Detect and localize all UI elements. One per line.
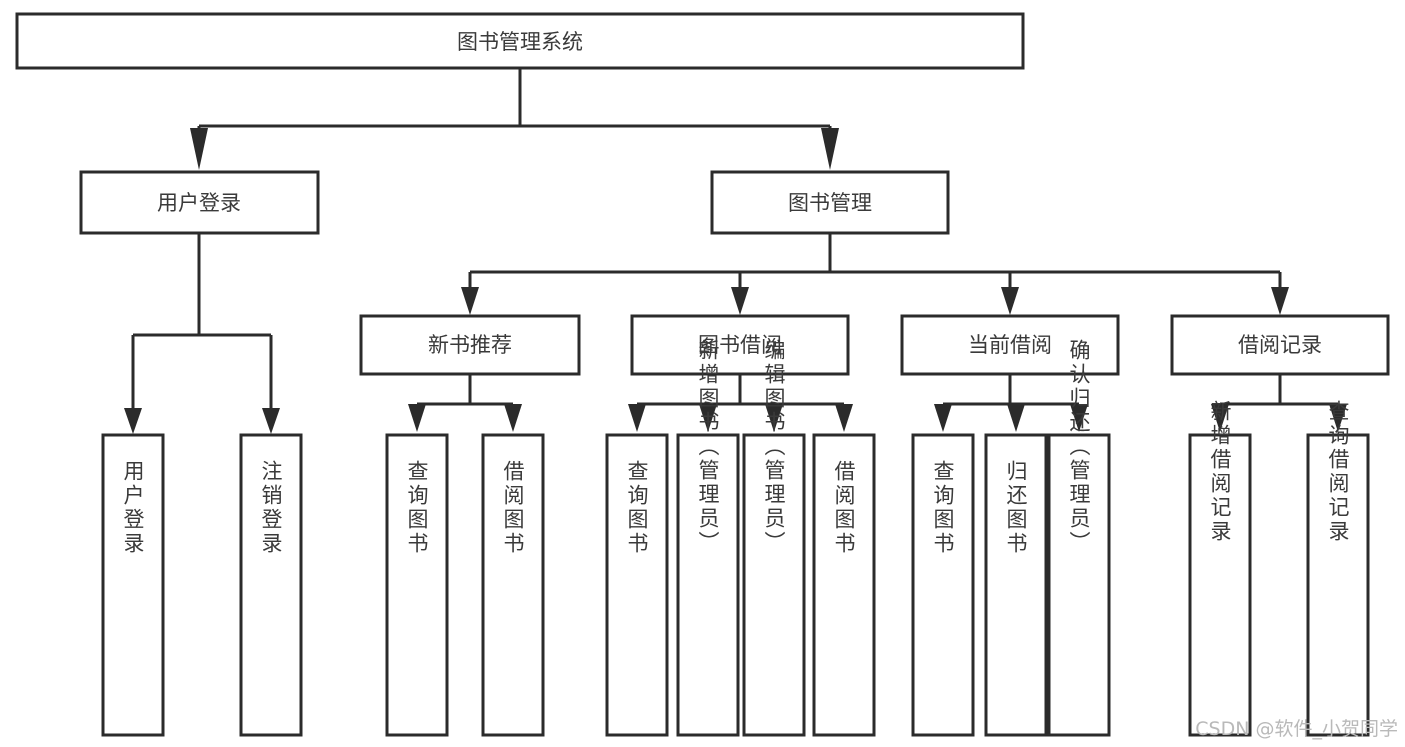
node-leaf-logout-box[interactable] xyxy=(239,433,303,737)
node-book-borrow-label: 图书借阅 xyxy=(698,333,782,357)
node-root-label: 图书管理系统 xyxy=(457,30,583,54)
node-leaf-edit-book-label: 编辑图书（管理员） xyxy=(762,339,786,555)
arrowhead-user-login-leaf-2 xyxy=(262,408,280,434)
arrowhead-bm-current-borrow xyxy=(1001,287,1019,315)
connector-group-book-borrow xyxy=(628,374,853,432)
node-leaf-query-book-1[interactable]: 查询图书 xyxy=(385,433,449,737)
connector-group-book-management xyxy=(461,233,1289,315)
node-leaf-borrow-book-1-label: 借阅图书 xyxy=(501,460,525,556)
arrowhead-br-leaf-2 xyxy=(1329,404,1347,432)
node-leaf-query-book-3-box[interactable] xyxy=(911,433,975,737)
connector-group-current-borrow xyxy=(934,374,1088,432)
node-leaf-add-book-box[interactable] xyxy=(676,433,740,737)
node-leaf-user-login-box[interactable] xyxy=(101,433,165,737)
arrowhead-root-book-management xyxy=(821,128,839,170)
node-leaf-return-book[interactable]: 归还图书 xyxy=(984,433,1048,737)
node-leaf-add-book[interactable]: 新增图书（管理员） xyxy=(676,339,740,737)
watermark-label: CSDN @软件_小贺同学 xyxy=(1195,718,1398,740)
node-borrow-record-box[interactable] xyxy=(1170,314,1390,376)
node-user-login[interactable]: 用户登录 xyxy=(79,170,320,235)
arrowhead-cb-leaf-2 xyxy=(1007,404,1025,432)
node-root-box[interactable] xyxy=(15,12,1025,70)
node-current-borrow-label: 当前借阅 xyxy=(968,333,1052,357)
node-leaf-borrow-book-1[interactable]: 借阅图书 xyxy=(481,433,545,737)
connector-group-borrow-record xyxy=(1211,374,1347,432)
node-leaf-edit-book[interactable]: 编辑图书（管理员） xyxy=(742,339,806,737)
node-book-borrow[interactable]: 图书借阅 xyxy=(630,314,850,376)
arrowhead-bb-leaf-1 xyxy=(628,404,646,432)
node-leaf-confirm-return[interactable]: 确认归还（管理员） xyxy=(1047,339,1111,737)
node-leaf-user-login-label: 用户登录 xyxy=(121,460,145,556)
node-leaf-add-book-label: 新增图书（管理员） xyxy=(696,339,720,555)
arrowhead-nbr-leaf-2 xyxy=(504,404,522,432)
arrowhead-bm-borrow-record xyxy=(1271,287,1289,315)
node-leaf-query-book-2-label: 查询图书 xyxy=(625,460,649,556)
arrowhead-cb-leaf-1 xyxy=(934,404,952,432)
node-new-book-recommend[interactable]: 新书推荐 xyxy=(359,314,581,376)
node-borrow-record[interactable]: 借阅记录 xyxy=(1170,314,1390,376)
node-leaf-query-book-1-box[interactable] xyxy=(385,433,449,737)
node-leaf-confirm-return-box[interactable] xyxy=(1047,433,1111,737)
arrowhead-bb-leaf-4 xyxy=(835,404,853,432)
node-leaf-query-book-1-label: 查询图书 xyxy=(405,460,429,556)
arrowhead-root-user-login xyxy=(190,128,208,170)
arrowhead-bb-leaf-2 xyxy=(699,404,717,432)
node-leaf-user-login[interactable]: 用户登录 xyxy=(101,433,165,737)
node-book-borrow-box[interactable] xyxy=(630,314,850,376)
node-book-management[interactable]: 图书管理 xyxy=(710,170,950,235)
node-leaf-return-book-box[interactable] xyxy=(984,433,1048,737)
node-leaf-add-borrow-record-box[interactable] xyxy=(1188,433,1252,737)
node-new-book-recommend-label: 新书推荐 xyxy=(428,333,512,357)
node-leaf-logout-label: 注销登录 xyxy=(259,460,283,556)
node-current-borrow-box[interactable] xyxy=(900,314,1120,376)
node-leaf-borrow-book-2-box[interactable] xyxy=(812,433,876,737)
node-leaf-query-borrow-record-label: 查询借阅记录 xyxy=(1326,400,1350,544)
arrowhead-user-login-leaf-1 xyxy=(124,408,142,434)
node-leaf-confirm-return-label: 确认归还（管理员） xyxy=(1067,339,1091,555)
node-leaf-return-book-label: 归还图书 xyxy=(1004,460,1028,556)
arrowhead-bm-book-borrow xyxy=(731,287,749,315)
node-root[interactable]: 图书管理系统 xyxy=(15,12,1025,70)
connector-group-user-login xyxy=(124,233,280,434)
connector-group-new-book-recommend xyxy=(408,374,522,432)
node-leaf-add-borrow-record-label: 新增借阅记录 xyxy=(1208,400,1232,544)
node-leaf-query-book-2[interactable]: 查询图书 xyxy=(605,433,669,737)
node-leaf-query-book-3-label: 查询图书 xyxy=(931,460,955,556)
node-leaf-add-borrow-record[interactable]: 新增借阅记录 xyxy=(1188,400,1252,737)
arrowhead-bm-new-book-recommend xyxy=(461,287,479,315)
node-user-login-label: 用户登录 xyxy=(157,191,241,215)
node-leaf-borrow-book-1-box[interactable] xyxy=(481,433,545,737)
node-book-management-label: 图书管理 xyxy=(788,191,872,215)
node-leaf-query-book-3[interactable]: 查询图书 xyxy=(911,433,975,737)
node-borrow-record-label: 借阅记录 xyxy=(1238,333,1322,357)
connector-group-root xyxy=(190,68,839,170)
arrowhead-cb-leaf-3 xyxy=(1070,404,1088,432)
node-current-borrow[interactable]: 当前借阅 xyxy=(900,314,1120,376)
arrowhead-nbr-leaf-1 xyxy=(408,404,426,432)
node-user-login-box[interactable] xyxy=(79,170,320,235)
node-leaf-borrow-book-2-label: 借阅图书 xyxy=(832,460,856,556)
arrowhead-bb-leaf-3 xyxy=(765,404,783,432)
node-leaf-query-book-2-box[interactable] xyxy=(605,433,669,737)
arrowhead-br-leaf-1 xyxy=(1211,404,1229,432)
node-leaf-logout[interactable]: 注销登录 xyxy=(239,433,303,737)
node-leaf-edit-book-box[interactable] xyxy=(742,433,806,737)
node-new-book-recommend-box[interactable] xyxy=(359,314,581,376)
node-leaf-query-borrow-record-box[interactable] xyxy=(1306,433,1370,737)
node-leaf-borrow-book-2[interactable]: 借阅图书 xyxy=(812,433,876,737)
node-leaf-query-borrow-record[interactable]: 查询借阅记录 xyxy=(1306,400,1370,737)
node-book-management-box[interactable] xyxy=(710,170,950,235)
